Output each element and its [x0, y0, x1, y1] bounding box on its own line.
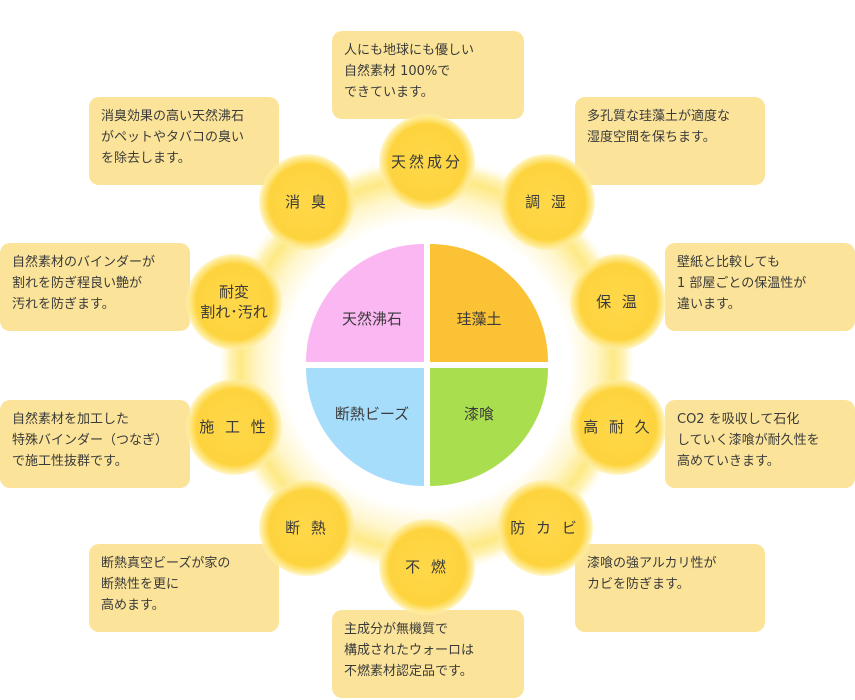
center-label-beads: 断熱ビーズ [334, 405, 410, 423]
center-label-zeolite: 天然沸石 [341, 310, 402, 328]
desc-deodorize: 消臭効果の高い天然沸石 がペットやタバコの臭い を除去します。 [89, 97, 279, 185]
node-stain-resistance: 耐変 割れ･汚れ [186, 254, 282, 350]
node-deodorize: 消 臭 [259, 154, 355, 250]
glow-ring [217, 155, 637, 575]
desc-nonflammable: 主成分が無機質で 構成されたウォーロは 不燃素材認定品です。 [332, 610, 524, 698]
pie-bottom-left [306, 368, 424, 486]
center-label-diatomite: 珪藻土 [456, 310, 502, 328]
node-insulation-warm: 保 温 [570, 254, 666, 350]
desc-durability: CO2 を吸収して石化 していく漆喰が耐久性を 高めていきます。 [665, 400, 855, 488]
desc-natural: 人にも地球にも優しい 自然素材 100%で できています。 [332, 31, 524, 119]
pie-top-left [306, 244, 424, 362]
pie-bottom-right [430, 368, 548, 486]
node-nonflammable: 不 燃 [379, 519, 475, 615]
pie-top-right [430, 244, 548, 362]
desc-antimold: 漆喰の強アルカリ性が カビを防ぎます。 [575, 544, 765, 632]
node-humidity: 調 湿 [499, 154, 595, 250]
node-workability: 施 工 性 [186, 379, 282, 475]
desc-heat-insulation: 断熱真空ビーズが家の 断熱性を更に 高めます。 [89, 544, 279, 632]
desc-workability: 自然素材を加工した 特殊バインダー（つなぎ） で施工性抜群です。 [0, 400, 190, 488]
node-durability: 高 耐 久 [570, 379, 666, 475]
desc-insulation-warm: 壁紙と比較しても 1 部屋ごとの保温性が 違います。 [665, 243, 855, 331]
desc-stain-resistance: 自然素材のバインダーが 割れを防ぎ程良い艶が 汚れを防ぎます。 [0, 243, 190, 331]
node-natural: 天然成分 [379, 114, 475, 210]
desc-humidity: 多孔質な珪藻土が適度な 湿度空間を保ちます。 [575, 97, 765, 185]
center-label-plaster: 漆喰 [463, 405, 494, 423]
node-antimold: 防 カ ビ [497, 480, 593, 576]
node-heat-insulation: 断 熱 [259, 480, 355, 576]
